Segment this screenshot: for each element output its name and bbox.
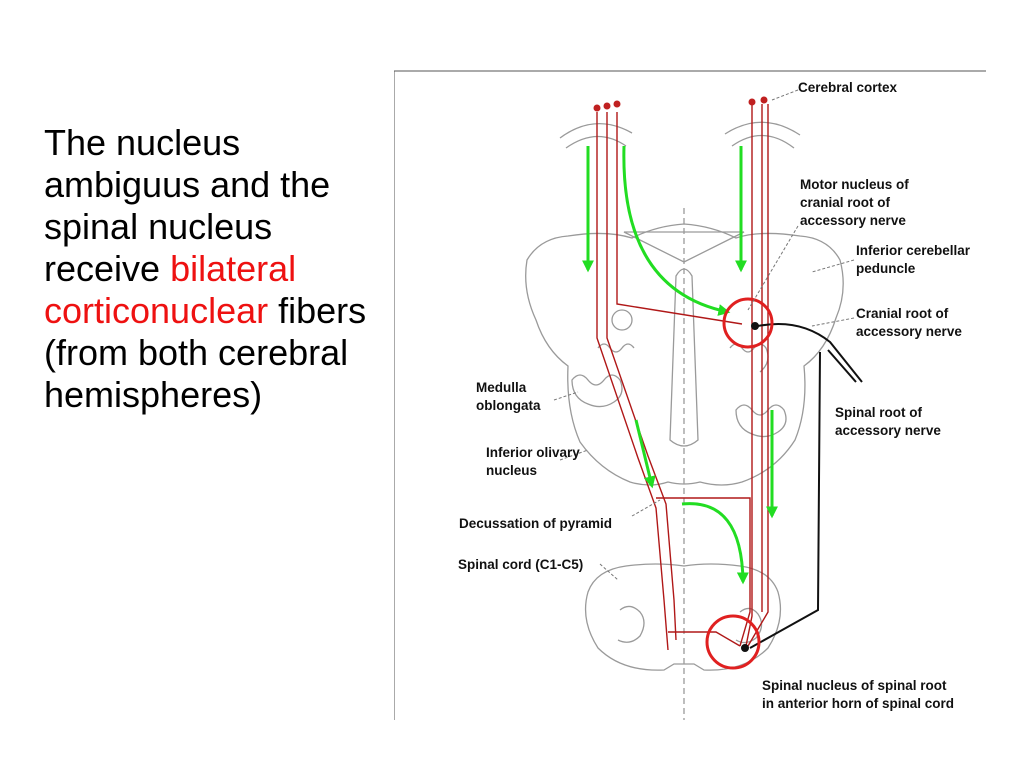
label-spinal-root: Spinal root of accessory nerve — [835, 405, 941, 438]
olive-left-folds — [597, 343, 635, 353]
cortex-right-outline-inner — [731, 134, 795, 149]
slide-body-text: The nucleus ambiguus and the spinal nucl… — [44, 122, 384, 416]
label-medulla-oblongata: Medulla oblongata — [476, 380, 541, 413]
olive-left — [571, 374, 623, 408]
label-inferior-cerebellar-peduncle: Inferior cerebellar peduncle — [856, 243, 974, 276]
neuron-soma — [748, 98, 756, 106]
motor-nucleus-dot — [751, 322, 759, 330]
tract-right-3 — [747, 104, 769, 647]
arrow-to-spinal-nucleus — [681, 502, 749, 585]
spinal-nucleus-dot — [741, 644, 749, 652]
fourth-ventricle — [623, 231, 745, 263]
cortex-left-outline — [559, 123, 633, 139]
label-cerebral-cortex: Cerebral cortex — [798, 80, 898, 95]
tract-crossed-to-spinal-nucleus — [656, 497, 751, 647]
text-plain-2: fibers (from both cerebral hemispheres) — [44, 290, 367, 415]
tract-left-crossing-2 — [606, 112, 677, 641]
label-motor-nucleus: Motor nucleus of cranial root of accesso… — [800, 177, 913, 228]
spinal-horn-left — [617, 605, 645, 643]
label-spinal-nucleus: Spinal nucleus of spinal root in anterio… — [762, 678, 954, 711]
arrow-to-motor-nucleus — [622, 145, 731, 316]
olive-right — [735, 404, 787, 438]
cranial-root-line — [757, 323, 863, 383]
arrow-decussation — [634, 419, 656, 489]
tract-left-to-spinal-nucleus — [668, 631, 741, 647]
neuron-soma — [760, 96, 768, 104]
leader-lines — [553, 89, 855, 581]
spinal-root-join — [827, 349, 857, 383]
neuron-soma — [613, 100, 621, 108]
nucleus-left — [611, 309, 633, 331]
tract-left-to-motor-nucleus — [616, 112, 743, 325]
tract-right-1 — [745, 104, 753, 647]
pathway-arrows — [582, 145, 778, 585]
medulla-outline — [525, 223, 844, 486]
highlight-circle-spinal-nucleus — [705, 614, 761, 670]
central-canal — [669, 268, 699, 447]
cortical-neurons — [593, 96, 768, 112]
spinal-root-line — [749, 351, 821, 649]
text-plain-1: The nucleus ambiguus and the spinal nucl… — [44, 122, 331, 289]
spinal-cord-outline — [584, 563, 782, 671]
label-decussation-of-pyramid: Decussation of pyramid — [459, 516, 612, 531]
label-spinal-cord: Spinal cord (C1-C5) — [458, 557, 583, 572]
label-cranial-root: Cranial root of accessory nerve — [856, 306, 962, 339]
accessory-nerve-roots — [741, 322, 863, 652]
label-inferior-olivary-nucleus: Inferior olivary nucleus — [486, 445, 584, 478]
neuron-soma — [593, 104, 601, 112]
accessory-nerve-pathway-diagram: Cerebral cortex Motor nucleus of cranial… — [394, 70, 986, 720]
text-highlight: bilateral corticonuclear — [44, 248, 297, 331]
neuron-soma — [603, 102, 611, 110]
highlight-circle-motor-nucleus — [722, 297, 774, 349]
anatomy-outlines — [525, 121, 844, 720]
